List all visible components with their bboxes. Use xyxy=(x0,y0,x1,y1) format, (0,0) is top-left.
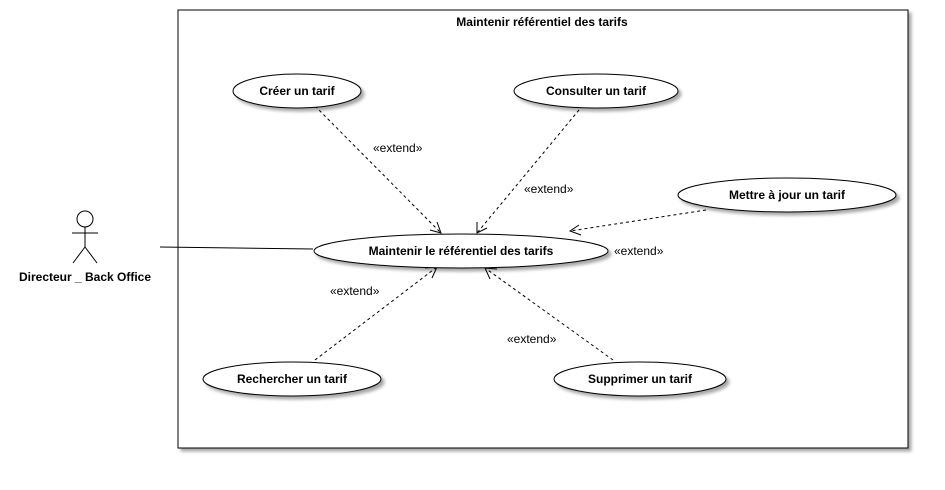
extend-label-consult: «extend» xyxy=(524,182,574,196)
extend-label-delete: «extend» xyxy=(507,332,557,346)
use-case-consult[interactable]: Consulter un tarif xyxy=(513,73,679,109)
use-case-update[interactable]: Mettre à jour un tarif xyxy=(677,177,897,213)
extend-create: «extend» xyxy=(314,105,442,234)
extend-label-create: «extend» xyxy=(373,141,423,155)
use-case-search-label: Rechercher un tarif xyxy=(237,372,348,386)
use-case-delete-label: Supprimer un tarif xyxy=(588,372,693,386)
use-case-delete[interactable]: Supprimer un tarif xyxy=(553,361,727,397)
use-case-update-label: Mettre à jour un tarif xyxy=(729,188,846,202)
use-case-search[interactable]: Rechercher un tarif xyxy=(202,361,382,397)
use-case-main-label: Maintenir le référentiel des tarifs xyxy=(369,244,554,258)
extend-update: «extend» xyxy=(568,209,707,258)
actor-director-back-office[interactable]: Directeur _ Back Office xyxy=(19,210,151,284)
system-title: Maintenir référentiel des tarifs xyxy=(456,15,628,29)
use-case-main[interactable]: Maintenir le référentiel des tarifs xyxy=(313,233,609,269)
extend-label-search: «extend» xyxy=(330,284,380,298)
use-case-create-label: Créer un tarif xyxy=(259,84,335,98)
extend-label-update: «extend» xyxy=(614,244,664,258)
use-case-consult-label: Consulter un tarif xyxy=(546,84,647,98)
use-case-create[interactable]: Créer un tarif xyxy=(232,73,362,109)
actor-stick-figure-icon xyxy=(72,210,98,264)
actor-label: Directeur _ Back Office xyxy=(19,270,151,284)
association-line xyxy=(159,246,314,250)
extend-consult: «extend» xyxy=(476,109,580,234)
